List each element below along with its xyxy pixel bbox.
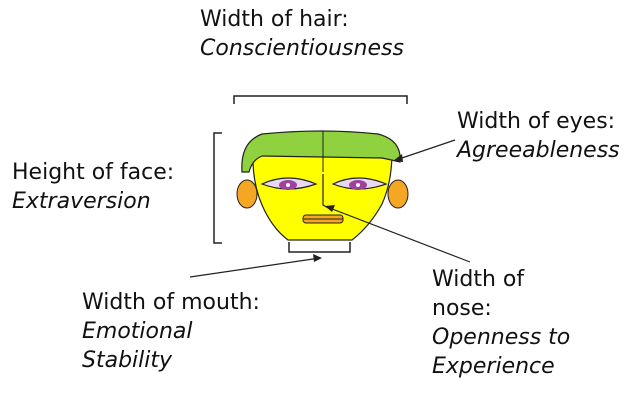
- mouth-label-trait-line2: Stability: [82, 346, 260, 375]
- hair-label-heading: Width of hair:: [200, 5, 404, 34]
- nose-label-trait-line1: Openness to: [432, 323, 570, 352]
- nose-label-trait-line2: Experience: [432, 352, 570, 381]
- eyes-label: Width of eyes: Agreeableness: [457, 107, 620, 165]
- right-ear: [388, 180, 408, 208]
- mouth-label: Width of mouth: Emotional Stability: [82, 288, 260, 375]
- face-label-heading: Height of face:: [12, 158, 174, 187]
- mouth-pointer-line: [190, 258, 320, 277]
- face-height-bracket: [214, 133, 222, 243]
- mouth-width-bracket: [289, 242, 350, 252]
- face-label: Height of face: Extraversion: [12, 158, 174, 216]
- eyes-label-heading: Width of eyes:: [457, 107, 620, 136]
- face-label-trait: Extraversion: [12, 187, 174, 216]
- nose-label-heading-line2: nose:: [432, 294, 570, 323]
- mouth-label-trait-line1: Emotional: [82, 317, 260, 346]
- hair-width-bracket: [234, 96, 407, 104]
- eyes-pointer-line: [396, 140, 455, 160]
- mouth: [303, 215, 343, 223]
- nose-label: Width of nose: Openness to Experience: [432, 265, 570, 381]
- hair-label-trait: Conscientiousness: [200, 34, 404, 63]
- eyes-label-trait: Agreeableness: [457, 136, 620, 165]
- left-ear: [237, 180, 257, 208]
- nose-label-heading-line1: Width of: [432, 265, 570, 294]
- mouth-pointer-arrowhead: [313, 254, 322, 262]
- hair-label: Width of hair: Conscientiousness: [200, 5, 404, 63]
- mouth-label-heading: Width of mouth:: [82, 288, 260, 317]
